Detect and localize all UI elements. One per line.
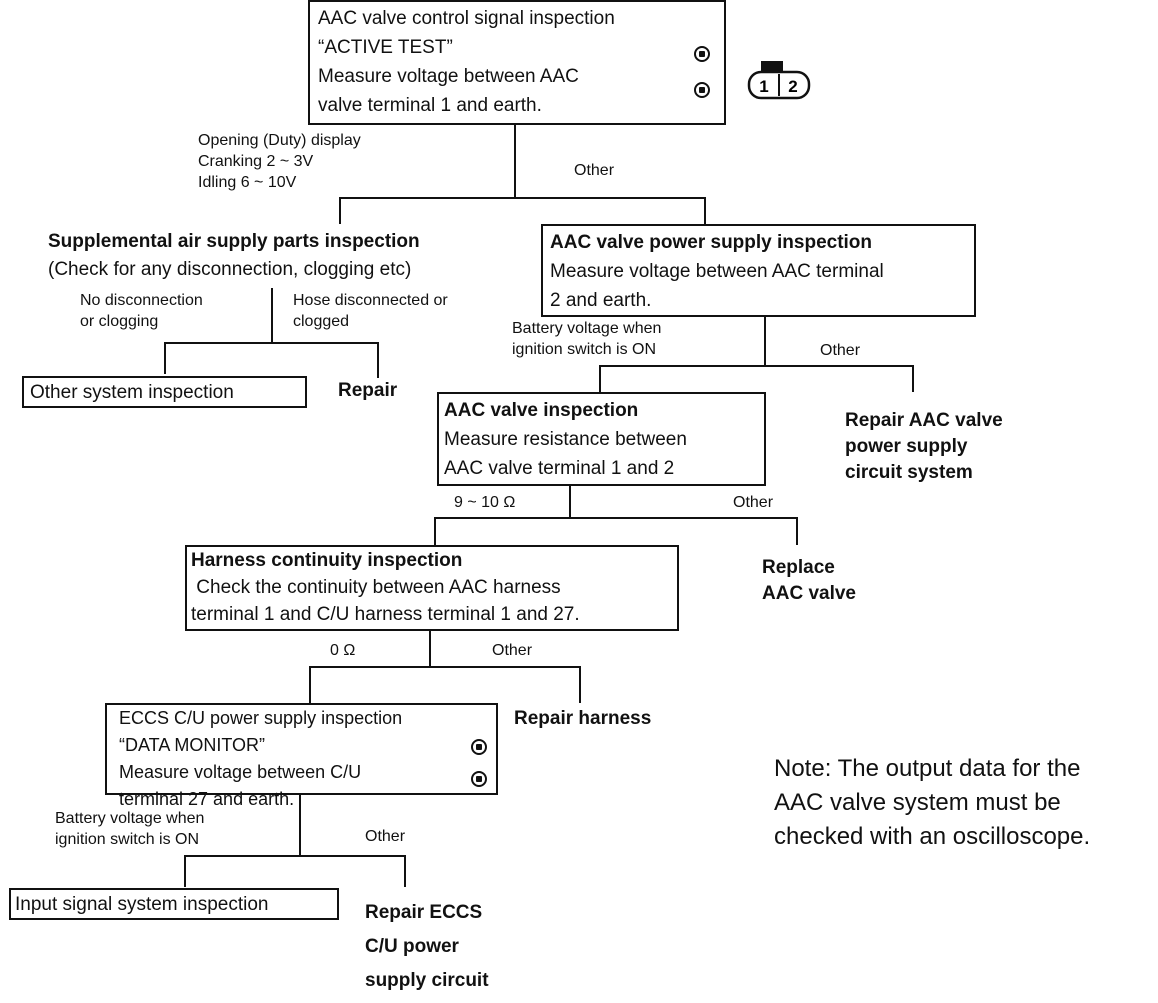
node-line: 2 and earth. — [550, 290, 652, 311]
supplemental-air-supply-box: Supplemental air supply parts inspection… — [40, 224, 508, 288]
result-line: Repair ECCS — [365, 902, 483, 923]
branch-battery-voltage: Battery voltage when ignition switch is … — [55, 808, 204, 850]
result-repair-harness: Repair harness — [514, 706, 651, 731]
branch-line: clogged — [293, 313, 350, 330]
branch-line: ignition switch is ON — [512, 341, 657, 358]
node-line: Measure voltage between AAC — [318, 66, 579, 87]
branch-line: ignition switch is ON — [55, 831, 200, 848]
note-line: AAC valve system must be — [774, 789, 1061, 816]
branch-opening-duty: Opening (Duty) display Cranking 2 ~ 3V I… — [198, 130, 361, 193]
result-line: C/U power — [365, 936, 459, 957]
result-line: Repair — [338, 380, 398, 401]
node-line: Measure voltage between C/U — [119, 762, 362, 782]
result-line: power supply — [845, 436, 968, 457]
aac-valve-inspection-box: AAC valve inspection Measure resistance … — [437, 392, 766, 486]
eccs-power-supply-box: ECCS C/U power supply inspection “DATA M… — [105, 703, 498, 809]
node-line: Measure resistance between — [444, 429, 687, 450]
node-line: Measure voltage between AAC terminal — [550, 261, 884, 282]
note-line: Note: The output data for the — [774, 755, 1081, 782]
node-line: “ACTIVE TEST” — [318, 37, 453, 58]
node-line: Check the continuity between AAC harness — [191, 577, 561, 598]
branch-zero-ohm: 0 Ω — [330, 642, 356, 659]
branch-line: Battery voltage when — [55, 810, 205, 827]
branch-other: Other — [574, 162, 615, 179]
result-line: Repair AAC valve — [845, 410, 1003, 431]
branch-other: Other — [492, 642, 533, 659]
branch-resistance-ok: 9 ~ 10 Ω — [454, 494, 516, 511]
note-line: checked with an oscilloscope. — [774, 823, 1091, 850]
input-signal-inspection-box: Input signal system inspection — [9, 888, 339, 920]
node-title: Supplemental air supply parts inspection — [48, 231, 420, 252]
connector-pin-1: 1 — [759, 77, 768, 96]
node-line: “DATA MONITOR” — [119, 735, 265, 755]
branch-battery-voltage: Battery voltage when ignition switch is … — [512, 318, 661, 360]
node-line: valve terminal 1 and earth. — [318, 95, 542, 116]
node-line: (Check for any disconnection, clogging e… — [48, 259, 412, 280]
branch-hose-disconnected: Hose disconnected or clogged — [293, 290, 448, 332]
result-line: circuit system — [845, 462, 973, 483]
node-title: AAC valve power supply inspection — [550, 232, 873, 253]
result-line: Replace — [762, 557, 835, 578]
result-line: supply circuit — [365, 970, 489, 991]
result-repair-aac-power: Repair AAC valve power supply circuit sy… — [845, 408, 1003, 486]
other-system-inspection-box: Other system inspection — [22, 376, 307, 408]
aac-power-supply-box: AAC valve power supply inspection Measur… — [541, 224, 976, 317]
connector-icon: 1 2 — [747, 61, 811, 100]
branch-line: Cranking 2 ~ 3V — [198, 153, 314, 170]
branch-other: Other — [820, 342, 861, 359]
result-replace-valve: Replace AAC valve — [762, 555, 856, 607]
branch-line: No disconnection — [80, 292, 203, 309]
branch-line: or clogging — [80, 313, 159, 330]
consult-tester-icon — [471, 739, 487, 755]
multimeter-icon — [471, 771, 487, 787]
aac-control-signal-box: AAC valve control signal inspection “ACT… — [308, 0, 726, 125]
result-repair-eccs: Repair ECCS C/U power supply circuit — [365, 896, 489, 998]
branch-line: Battery voltage when — [512, 320, 662, 337]
connector-pin-2: 2 — [788, 77, 797, 96]
node-line: terminal 1 and C/U harness terminal 1 an… — [191, 604, 580, 625]
branch-line: Idling 6 ~ 10V — [198, 174, 297, 191]
branch-line: Hose disconnected or — [293, 292, 448, 309]
consult-tester-icon — [694, 46, 710, 62]
result-repair: Repair — [338, 378, 397, 403]
branch-other: Other — [733, 494, 774, 511]
multimeter-icon — [694, 82, 710, 98]
result-line: AAC valve — [762, 583, 856, 604]
branch-line: Opening (Duty) display — [198, 132, 361, 149]
node-title: AAC valve inspection — [444, 400, 639, 421]
node-line: terminal 27 and earth. — [119, 789, 295, 809]
node-line: AAC valve control signal inspection — [318, 8, 615, 29]
node-line: AAC valve terminal 1 and 2 — [444, 458, 675, 479]
result-line: Repair harness — [514, 708, 652, 729]
oscilloscope-note: Note: The output data for the AAC valve … — [774, 752, 1090, 854]
node-title: Harness continuity inspection — [191, 550, 463, 571]
harness-continuity-box: Harness continuity inspection Check the … — [185, 545, 679, 631]
node-line: ECCS C/U power supply inspection — [119, 708, 403, 728]
branch-no-disconnection: No disconnection or clogging — [80, 290, 203, 332]
branch-other: Other — [365, 828, 406, 845]
